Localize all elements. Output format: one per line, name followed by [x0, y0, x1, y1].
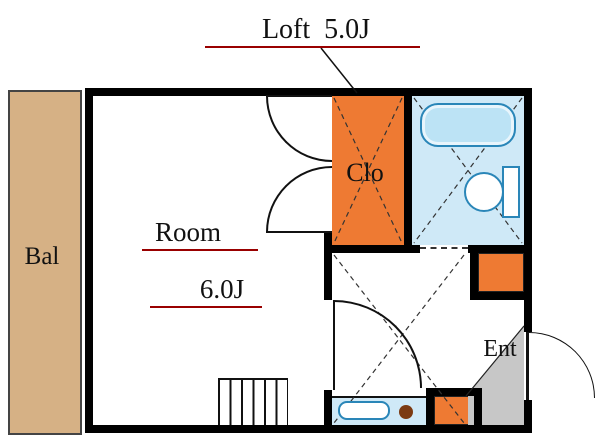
bathtub: [420, 103, 516, 147]
wall-right-lower: [524, 400, 532, 433]
closet-door-upper-leaf: [266, 95, 332, 97]
wall-bottom: [85, 425, 532, 433]
room-size-underline: [150, 306, 262, 308]
closet-door-lower-leaf: [266, 231, 332, 233]
room-underline: [142, 249, 258, 251]
room-label: Room: [154, 217, 221, 247]
stove-burner: [399, 405, 413, 419]
entrance-label: Ent: [483, 336, 517, 362]
bathroom-folding-door: [420, 247, 468, 249]
entrance-door-leaf: [526, 332, 529, 400]
balcony-area: [8, 90, 82, 435]
kitchen-sink: [338, 401, 390, 420]
wall-kitchen-divider: [426, 388, 434, 433]
room-size-label: 6.0J: [199, 274, 245, 304]
balcony-label: Bal: [24, 243, 60, 270]
closet-label: Clo: [346, 158, 384, 187]
closet-area: [332, 96, 404, 245]
wall-room-divider-lower: [324, 390, 332, 433]
wall-left: [85, 88, 93, 433]
wall-closet-bath-divider: [404, 88, 412, 253]
wall-hall-top-right: [468, 245, 532, 253]
wall-storage-right: [474, 388, 482, 433]
loft-leader-line: [320, 47, 358, 94]
room-door-leaf: [333, 300, 335, 390]
toilet-tank: [502, 166, 520, 218]
entrance-step-line: [465, 325, 525, 397]
wall-room-divider-upper: [324, 232, 332, 300]
wall-hall-top-left: [324, 245, 420, 253]
washer-space: [478, 253, 524, 292]
wall-right-upper: [524, 88, 532, 332]
loft-ladder: [218, 378, 288, 425]
wall-top: [85, 88, 532, 96]
wall-washer-bottom: [470, 292, 532, 300]
loft-label: Loft 5.0J: [261, 14, 371, 45]
loft-underline: [205, 46, 420, 48]
toilet-bowl: [464, 172, 504, 212]
wall-washer-left: [470, 245, 478, 300]
wall-storage-top: [426, 388, 482, 396]
